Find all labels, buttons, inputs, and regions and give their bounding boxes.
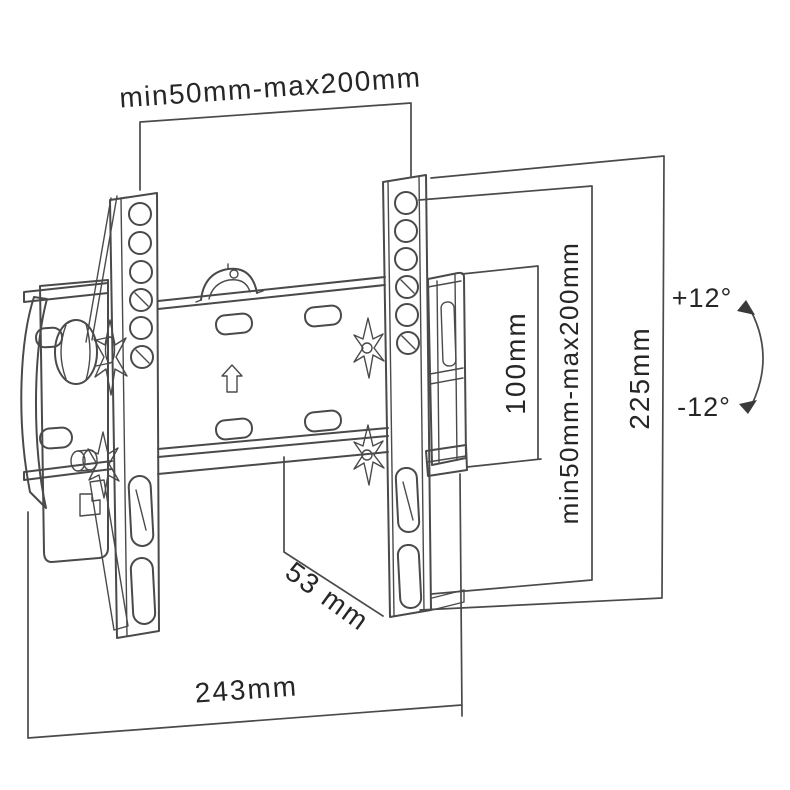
screw-slot <box>134 292 149 307</box>
right-arm-inner-lines <box>436 274 458 463</box>
vesa-hole-screw <box>129 288 153 312</box>
level-base-ticks <box>195 263 264 303</box>
right-arm-top-edge <box>427 280 462 288</box>
lower-wing-nut <box>87 431 120 499</box>
mounting-slot <box>303 304 343 328</box>
left-bracket-side-wedge <box>85 195 118 343</box>
dim-base-width: 243mm <box>27 473 463 739</box>
right-arm-foot-line <box>427 455 467 463</box>
dim-100-label: 100mm <box>500 311 531 414</box>
dim-243-lines <box>27 473 463 739</box>
dim-range-lines <box>418 185 593 595</box>
tilt-arrow-down <box>739 400 757 414</box>
right-bracket-slot-lower <box>396 543 423 609</box>
vesa-hole <box>395 303 419 327</box>
vesa-hole <box>394 247 418 271</box>
screw-slot <box>400 279 415 294</box>
tilt-down-label: -12° <box>677 392 731 422</box>
right-wing-nut-upper <box>353 317 385 379</box>
wing-nut-hub <box>361 449 373 461</box>
right-arm-foot <box>425 444 468 477</box>
wall-mount-drawing <box>20 174 468 639</box>
tilt-angle-annotation: +12° -12° <box>672 283 764 422</box>
dim-53-label: 53 mm <box>280 556 376 637</box>
vesa-hole <box>128 202 152 226</box>
arm-lower-brace <box>89 479 129 631</box>
right-arm-division <box>429 367 464 385</box>
level-indicator <box>195 263 264 303</box>
screw-slot <box>401 335 416 350</box>
right-arm-slot <box>440 301 457 367</box>
lower-bolt-body <box>77 449 91 472</box>
level-inner-arch <box>208 279 251 300</box>
left-bracket-slot-upper <box>127 475 155 547</box>
left-bracket-plate <box>109 192 160 639</box>
vesa-hole-screw <box>396 331 420 355</box>
left-arm-assembly <box>20 195 129 631</box>
screw-slot <box>135 349 150 364</box>
slot-inner-line <box>402 481 414 521</box>
vesa-hole-screw <box>130 345 154 369</box>
dim-top-lines <box>139 102 412 191</box>
right-bracket-fold-line <box>387 175 425 617</box>
dimension-annotations: min50mm-max200mm 100mm min50mm-max200mm … <box>27 62 764 739</box>
upper-wing-nut <box>93 319 128 396</box>
vesa-hole <box>129 316 153 340</box>
vesa-hole <box>129 260 153 284</box>
wall-plate-top-rail <box>157 276 386 310</box>
right-arm-rail <box>425 271 468 477</box>
wall-plate-bottom-rail <box>157 427 389 475</box>
vesa-hole-screw <box>395 275 419 299</box>
left-arm-plate <box>39 279 109 563</box>
left-bracket-slot-lower <box>129 557 157 625</box>
vesa-hole <box>128 231 152 255</box>
level-bubble <box>229 269 239 279</box>
dim-bracket-height: 225mm <box>419 155 665 611</box>
dim-53-lines <box>283 456 384 617</box>
dim-side-height-range: min50mm-max200mm <box>418 185 593 595</box>
wall-plate <box>23 263 389 481</box>
left-vesa-bracket <box>109 192 160 639</box>
tilt-arrow-up <box>737 300 755 315</box>
dim-vesa-height: 100mm <box>461 265 542 468</box>
tilt-up-label: +12° <box>672 283 733 313</box>
knob-stem-cap <box>104 336 116 364</box>
wall-plate-bottom-rail-left <box>23 460 113 481</box>
right-wing-nut-lower <box>353 424 385 486</box>
dim-range-label: min50mm-max200mm <box>554 242 584 525</box>
mounting-slot <box>214 417 254 441</box>
arm-hook-tab <box>79 493 101 517</box>
mounting-slot <box>214 312 254 336</box>
dim-243-label: 243mm <box>194 670 299 708</box>
slot-inner-line <box>135 489 147 531</box>
knob-stem <box>95 336 111 367</box>
left-arm-curved-silhouette <box>20 296 48 509</box>
wing-nut-hub <box>361 342 373 354</box>
dim-top-width: min50mm-max200mm <box>118 62 422 191</box>
mounting-slot <box>303 409 343 433</box>
dim-depth: 53 mm <box>280 456 384 637</box>
arm-oval-slot <box>39 426 73 450</box>
vesa-hole <box>394 219 418 243</box>
up-arrow-icon <box>221 364 243 393</box>
right-bracket-slot-upper <box>394 466 421 533</box>
right-vesa-bracket <box>353 174 465 618</box>
dim-100-lines <box>461 265 542 468</box>
vesa-hole <box>394 191 418 215</box>
tilt-arc <box>745 301 764 413</box>
dim-225-label: 225mm <box>624 326 655 429</box>
left-bracket-fold-line <box>120 197 128 637</box>
tilt-knob-ridges <box>60 319 91 381</box>
